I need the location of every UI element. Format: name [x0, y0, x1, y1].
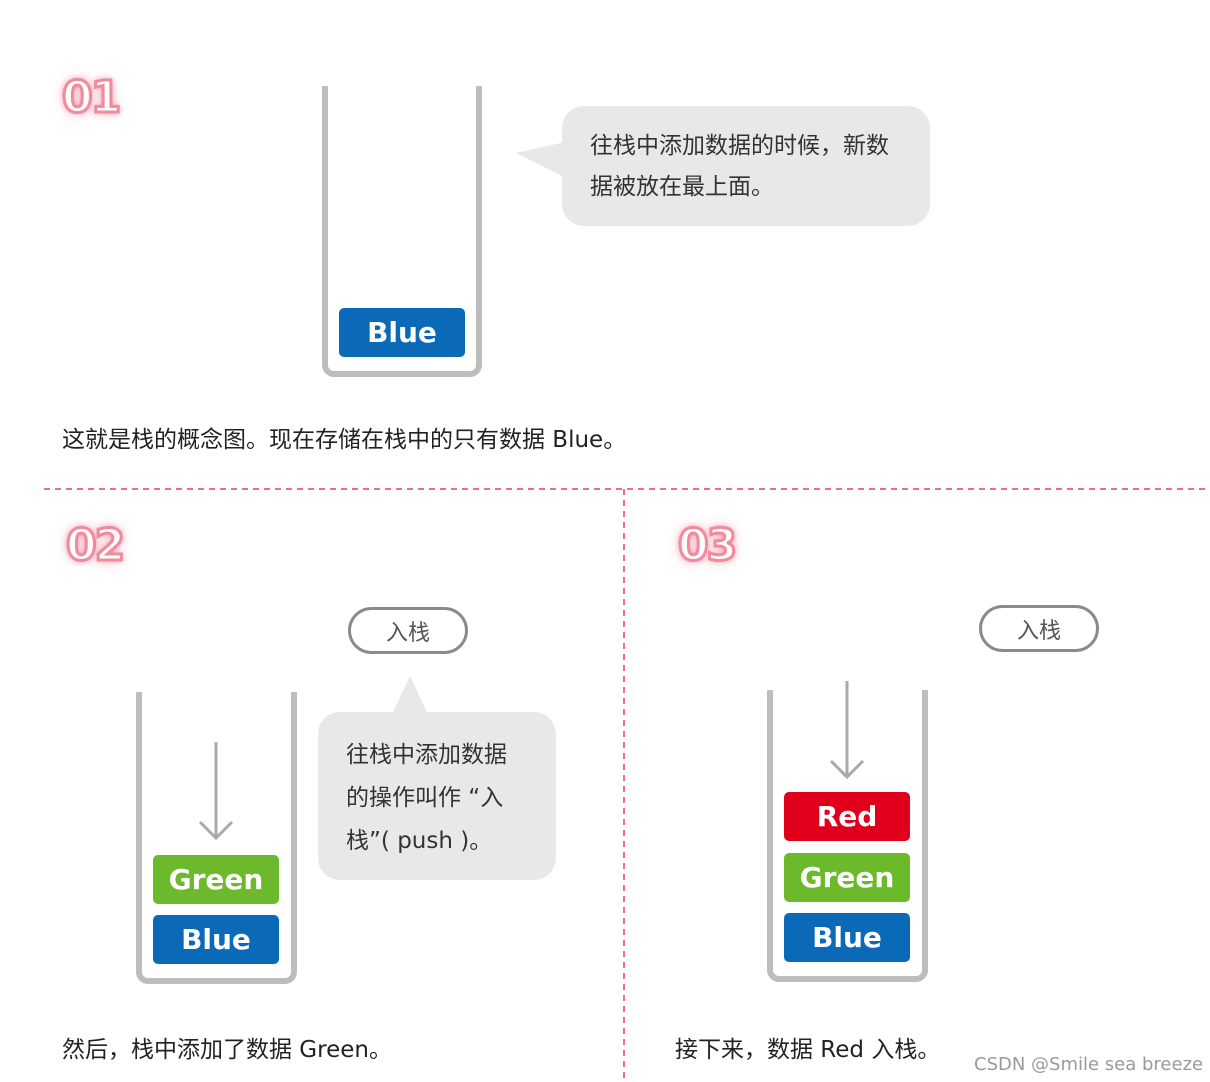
stack-block-blue: Blue	[784, 913, 910, 962]
stack-block-red: Red	[784, 792, 910, 841]
stack-container	[767, 690, 928, 982]
caption: 然后，栈中添加了数据 Green。	[62, 1037, 392, 1063]
push-label: 入栈	[979, 605, 1099, 652]
bubble-line: 往栈中添加数据的时候，新数	[590, 133, 889, 159]
step-number-01: 01	[60, 72, 122, 123]
stack-block-green: Green	[784, 853, 910, 902]
down-arrow-icon	[198, 742, 234, 841]
stack-block-blue: Blue	[153, 915, 279, 964]
speech-bubble: 往栈中添加数据的时候，新数 据被放在最上面。	[562, 106, 930, 226]
step-number-03: 03	[676, 520, 738, 571]
bubble-line: 往栈中添加数据	[346, 742, 507, 768]
stack-block-green: Green	[153, 855, 279, 904]
stack-block-blue: Blue	[339, 308, 465, 357]
speech-bubble: 往栈中添加数据 的操作叫作 “入 栈”( push )。	[318, 712, 556, 880]
caption: 这就是栈的概念图。现在存储在栈中的只有数据 Blue。	[62, 427, 627, 453]
step-number-02: 02	[64, 520, 126, 571]
bubble-tail	[516, 140, 574, 182]
bubble-line: 据被放在最上面。	[590, 174, 774, 200]
down-arrow-icon	[829, 681, 865, 780]
bubble-tail	[392, 676, 428, 714]
caption: 接下来，数据 Red 入栈。	[675, 1037, 941, 1063]
stack-container	[322, 86, 482, 377]
bubble-line: 的操作叫作 “入	[346, 785, 504, 811]
bubble-line: 栈”( push )。	[346, 828, 493, 854]
push-label: 入栈	[348, 607, 468, 654]
stack-container	[136, 692, 297, 984]
watermark: CSDN @Smile sea breeze	[974, 1054, 1204, 1075]
